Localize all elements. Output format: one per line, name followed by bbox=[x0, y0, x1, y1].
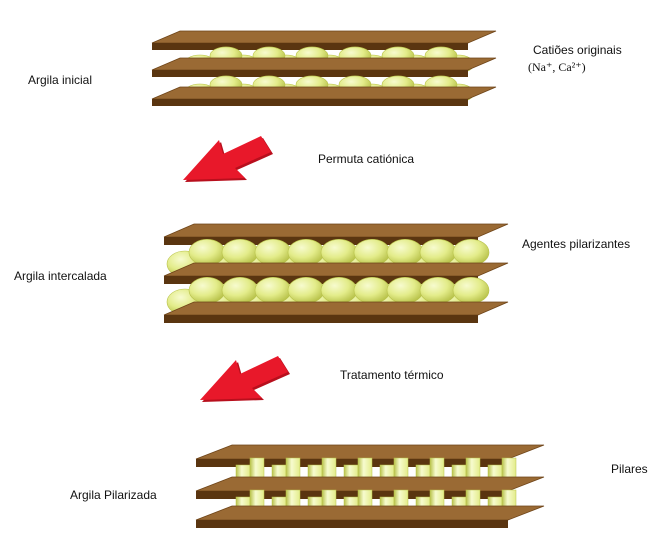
stage-intercalated-clay bbox=[164, 224, 508, 323]
clay-sheet bbox=[152, 31, 496, 43]
cation-sphere bbox=[354, 239, 390, 265]
cation-sphere bbox=[222, 239, 258, 265]
clay-sheet bbox=[196, 506, 544, 520]
cation-sphere bbox=[387, 277, 423, 303]
clay-sheet-edge bbox=[196, 520, 508, 528]
stage-label-pillared-clay: Argila Pilarizada bbox=[70, 488, 157, 502]
stage-initial-clay bbox=[152, 31, 496, 106]
cation-sphere bbox=[189, 277, 225, 303]
stage-label-intercalated-clay: Argila intercalada bbox=[14, 269, 107, 283]
cation-sphere bbox=[222, 277, 258, 303]
arrow-thermal-treatment bbox=[200, 356, 290, 402]
cation-sphere bbox=[321, 239, 357, 265]
clay-sheet bbox=[164, 263, 508, 276]
clay-sheet bbox=[164, 302, 508, 315]
cation-sphere bbox=[354, 277, 390, 303]
clay-sheet bbox=[152, 58, 496, 70]
label-pillaring-agents: Agentes pilarizantes bbox=[522, 237, 630, 251]
cation-sphere bbox=[321, 277, 357, 303]
cation-sphere bbox=[288, 239, 324, 265]
label-pillars: Pilares bbox=[611, 462, 648, 476]
label-original-cations: Catiões originais bbox=[533, 43, 622, 57]
cation-sphere bbox=[420, 277, 456, 303]
cation-sphere bbox=[288, 277, 324, 303]
clay-sheet bbox=[152, 87, 496, 99]
cation-sphere bbox=[255, 277, 291, 303]
step-label-cation-exchange: Permuta catiónica bbox=[318, 152, 414, 166]
cation-sphere bbox=[453, 239, 489, 265]
cation-sphere bbox=[255, 239, 291, 265]
stage-label-initial-clay: Argila inicial bbox=[28, 73, 92, 87]
clay-sheet bbox=[196, 477, 544, 491]
step-label-thermal-treatment: Tratamento térmico bbox=[340, 368, 444, 382]
clay-sheet bbox=[164, 224, 508, 237]
clay-sheet-edge bbox=[152, 99, 468, 106]
clay-sheet bbox=[196, 445, 544, 459]
cation-sphere bbox=[189, 239, 225, 265]
stage-pillared-clay bbox=[196, 445, 544, 528]
cation-sphere bbox=[387, 239, 423, 265]
clay-sheet-edge bbox=[164, 315, 478, 323]
cation-sphere bbox=[453, 277, 489, 303]
cation-sphere bbox=[420, 239, 456, 265]
arrow-cation-exchange bbox=[183, 136, 273, 182]
label-original-cations-formula: (Na⁺, Ca²⁺) bbox=[528, 60, 586, 74]
